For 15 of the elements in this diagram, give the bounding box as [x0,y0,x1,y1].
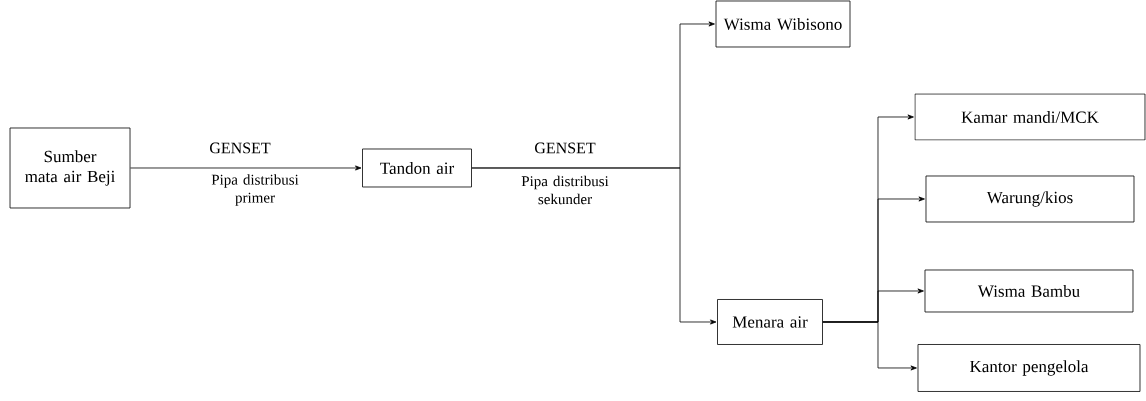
process-box: Kantor pengelola [917,344,1141,392]
pipe-label: GENSET [535,142,596,154]
pipe-label: Pipa distribusi sekunder [521,175,609,205]
arrow [471,167,717,325]
arrow [130,165,362,171]
process-box: Sumber mata air Beji [9,127,131,209]
process-box: Wisma Wibisono [715,0,851,48]
process-box: Tandon air [362,148,472,188]
arrow [822,321,917,371]
process-box: Menara air [717,299,823,345]
process-box: Warung/kios [925,175,1135,223]
pipe-label: Pipa distribusi primer [211,174,299,206]
process-box: Wisma Bambu [924,269,1134,313]
pipe-label: GENSET [210,142,271,154]
process-box: Kamar mandi/MCK [914,93,1146,141]
